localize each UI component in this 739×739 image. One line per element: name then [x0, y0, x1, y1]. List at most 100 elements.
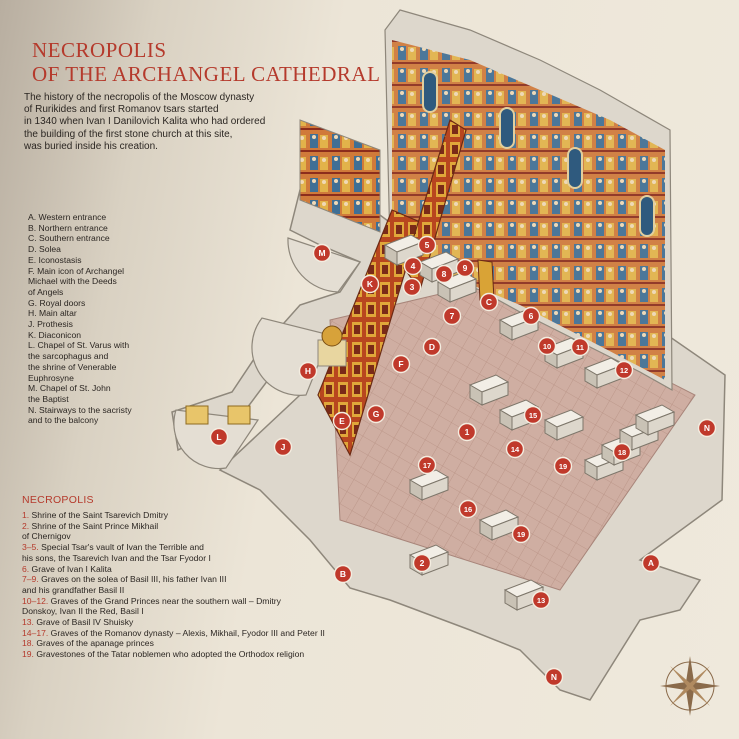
necropolis-text: Grave of Ivan I Kalita: [29, 563, 112, 574]
marker-label: 12: [620, 366, 628, 375]
marker-label: 1: [465, 427, 470, 437]
marker-h: H: [298, 361, 318, 381]
necropolis-text: Shrine of the Saint Prince Mikhail of Ch…: [22, 520, 159, 542]
legend-text: Diaconicon: [36, 329, 82, 340]
marker-8: 8: [434, 264, 454, 284]
legend-item: G. Royal doors: [28, 298, 203, 309]
tomb: [543, 409, 585, 441]
necropolis-text: Graves of the Grand Princes near the sou…: [22, 595, 281, 617]
marker-label: 9: [463, 263, 468, 273]
main-altar: [317, 325, 347, 367]
legend-key: N.: [28, 404, 37, 415]
necropolis-item: 13. Grave of Basil IV Shuisky: [22, 617, 352, 628]
necropolis-key: 3–5.: [22, 542, 39, 553]
tomb: [634, 404, 676, 436]
compass-rose-icon: [660, 656, 720, 716]
legend-text: Southern entrance: [36, 233, 110, 244]
necropolis-text: Shrine of the Saint Tsarevich Dmitry: [29, 510, 169, 520]
necropolis-item: 7–9. Graves on the solea of Basil III, h…: [22, 574, 352, 595]
marker-9: 9: [455, 258, 475, 278]
marker-label: 19: [559, 462, 567, 471]
legend-key: M.: [28, 383, 38, 394]
marker-label: 8: [442, 269, 447, 279]
legend-key: B.: [28, 222, 37, 233]
page-title: NECROPOLIS: [32, 38, 167, 62]
legend-text: Solea: [36, 244, 61, 255]
marker-11: 11: [570, 337, 590, 357]
legend-key: H.: [28, 308, 37, 319]
legend-item: A. Western entrance: [28, 212, 203, 223]
marker-label: 16: [464, 505, 472, 514]
marker-6: 6: [521, 306, 541, 326]
page-subtitle: OF THE ARCHANGEL CATHEDRAL: [32, 62, 381, 86]
marker-label: 10: [543, 342, 551, 351]
legend-item: J. Prothesis: [28, 319, 203, 330]
legend-item: D. Solea: [28, 244, 203, 255]
legend-key: C.: [28, 233, 37, 244]
marker-label: M: [318, 248, 325, 258]
marker-label: E: [339, 416, 345, 426]
marker-f: F: [391, 354, 411, 374]
legend-key: E.: [28, 254, 37, 265]
marker-19: 19: [511, 524, 531, 544]
necropolis-key: 10–12.: [22, 595, 49, 606]
necropolis-key: 2.: [22, 520, 30, 531]
necropolis-key: 18.: [22, 638, 34, 649]
legend-text: Chapel of St. Varus with the sarcophagus…: [28, 340, 130, 383]
legend-text: Stairways to the sacristy and to the bal…: [28, 404, 132, 426]
marker-14: 14: [505, 439, 525, 459]
necropolis-key: 14–17.: [22, 627, 49, 638]
legend-text: Western entrance: [36, 212, 107, 222]
legend-text: Main icon of Archangel Michael with the …: [28, 265, 125, 297]
marker-label: 13: [537, 596, 545, 605]
legend-key: K.: [28, 329, 37, 340]
marker-3: 3: [402, 277, 422, 297]
marker-c: C: [479, 292, 499, 312]
marker-j: J: [273, 437, 293, 457]
legend-key: D.: [28, 244, 37, 255]
marker-b: B: [333, 564, 353, 584]
marker-label: 19: [517, 530, 525, 539]
marker-18: 18: [612, 442, 632, 462]
marker-label: 3: [410, 282, 415, 292]
marker-n: N: [544, 667, 564, 687]
marker-15: 15: [523, 405, 543, 425]
marker-10: 10: [537, 336, 557, 356]
marker-label: B: [340, 569, 346, 579]
tomb: [478, 509, 520, 541]
marker-label: D: [429, 342, 435, 352]
marker-4: 4: [403, 256, 423, 276]
necropolis-item: 10–12. Graves of the Grand Princes near …: [22, 596, 352, 617]
legend-item: H. Main altar: [28, 308, 203, 319]
marker-label: J: [281, 442, 286, 452]
legend-item: L. Chapel of St. Varus with the sarcopha…: [28, 340, 203, 383]
marker-label: 4: [411, 261, 416, 271]
legend-key: A.: [28, 212, 37, 222]
necropolis-key: 13.: [22, 617, 34, 628]
legend-text: Iconostasis: [36, 254, 82, 265]
legend-text: Main altar: [36, 308, 77, 319]
marker-label: N: [551, 672, 557, 682]
legend-item: M. Chapel of St. John the Baptist: [28, 383, 203, 404]
legend-item: N. Stairways to the sacristy and to the …: [28, 405, 203, 426]
legend-item: E. Iconostasis: [28, 255, 203, 266]
marker-5: 5: [417, 235, 437, 255]
legend-item: C. Southern entrance: [28, 233, 203, 244]
marker-g: G: [366, 404, 386, 424]
marker-label: 11: [576, 343, 584, 352]
necropolis-text: Graves of the apanage princes: [33, 638, 154, 649]
marker-label: 15: [529, 411, 537, 420]
legend-key: J.: [28, 319, 35, 330]
marker-19: 19: [553, 456, 573, 476]
necropolis-item: 19. Gravestones of the Tatar noblemen wh…: [22, 649, 352, 660]
necropolis-item: 6. Grave of Ivan I Kalita: [22, 564, 352, 575]
legend-item: F. Main icon of Archangel Michael with t…: [28, 266, 203, 298]
marker-label: 2: [420, 558, 425, 568]
legend-key: L.: [28, 340, 36, 351]
marker-label: 18: [618, 448, 626, 457]
necropolis-text: Special Tsar's vault of Ivan the Terribl…: [22, 542, 211, 563]
necropolis-key: 19.: [22, 649, 34, 660]
legend-text: Chapel of St. John the Baptist: [28, 383, 111, 404]
